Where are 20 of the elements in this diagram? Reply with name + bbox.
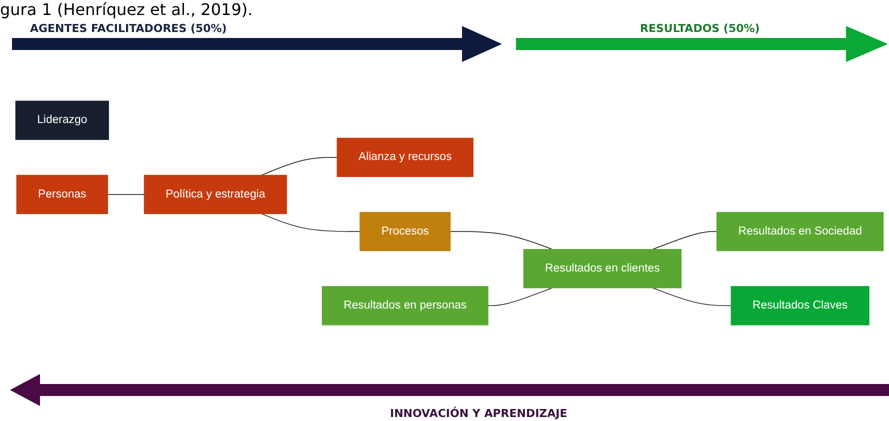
node-box: Procesos xyxy=(360,212,451,252)
node-box: Alianza y recursos xyxy=(336,138,474,177)
node-box: Resultados en personas xyxy=(322,286,488,326)
section-heading: AGENTES FACILITADORES (50%) xyxy=(30,22,227,35)
connector xyxy=(450,231,553,250)
connector xyxy=(488,288,553,306)
node-box: Liderazgo xyxy=(15,100,109,140)
connector xyxy=(652,231,718,250)
section-heading: RESULTADOS (50%) xyxy=(640,22,760,35)
connector xyxy=(261,213,360,232)
node-box: Resultados en Sociedad xyxy=(716,212,884,252)
section-heading: INNOVACIÓN Y APRENDIZAJE xyxy=(390,407,568,420)
connector xyxy=(261,157,338,176)
node-box: Resultados Claves xyxy=(730,286,870,326)
node-box: Política y estrategia xyxy=(144,174,287,214)
node-box: Personas xyxy=(16,174,108,214)
connector xyxy=(107,194,145,195)
connector xyxy=(652,288,732,306)
node-box: Resultados en clientes xyxy=(523,249,682,288)
caption-text: gura 1 (Henríquez et al., 2019). xyxy=(0,0,253,19)
